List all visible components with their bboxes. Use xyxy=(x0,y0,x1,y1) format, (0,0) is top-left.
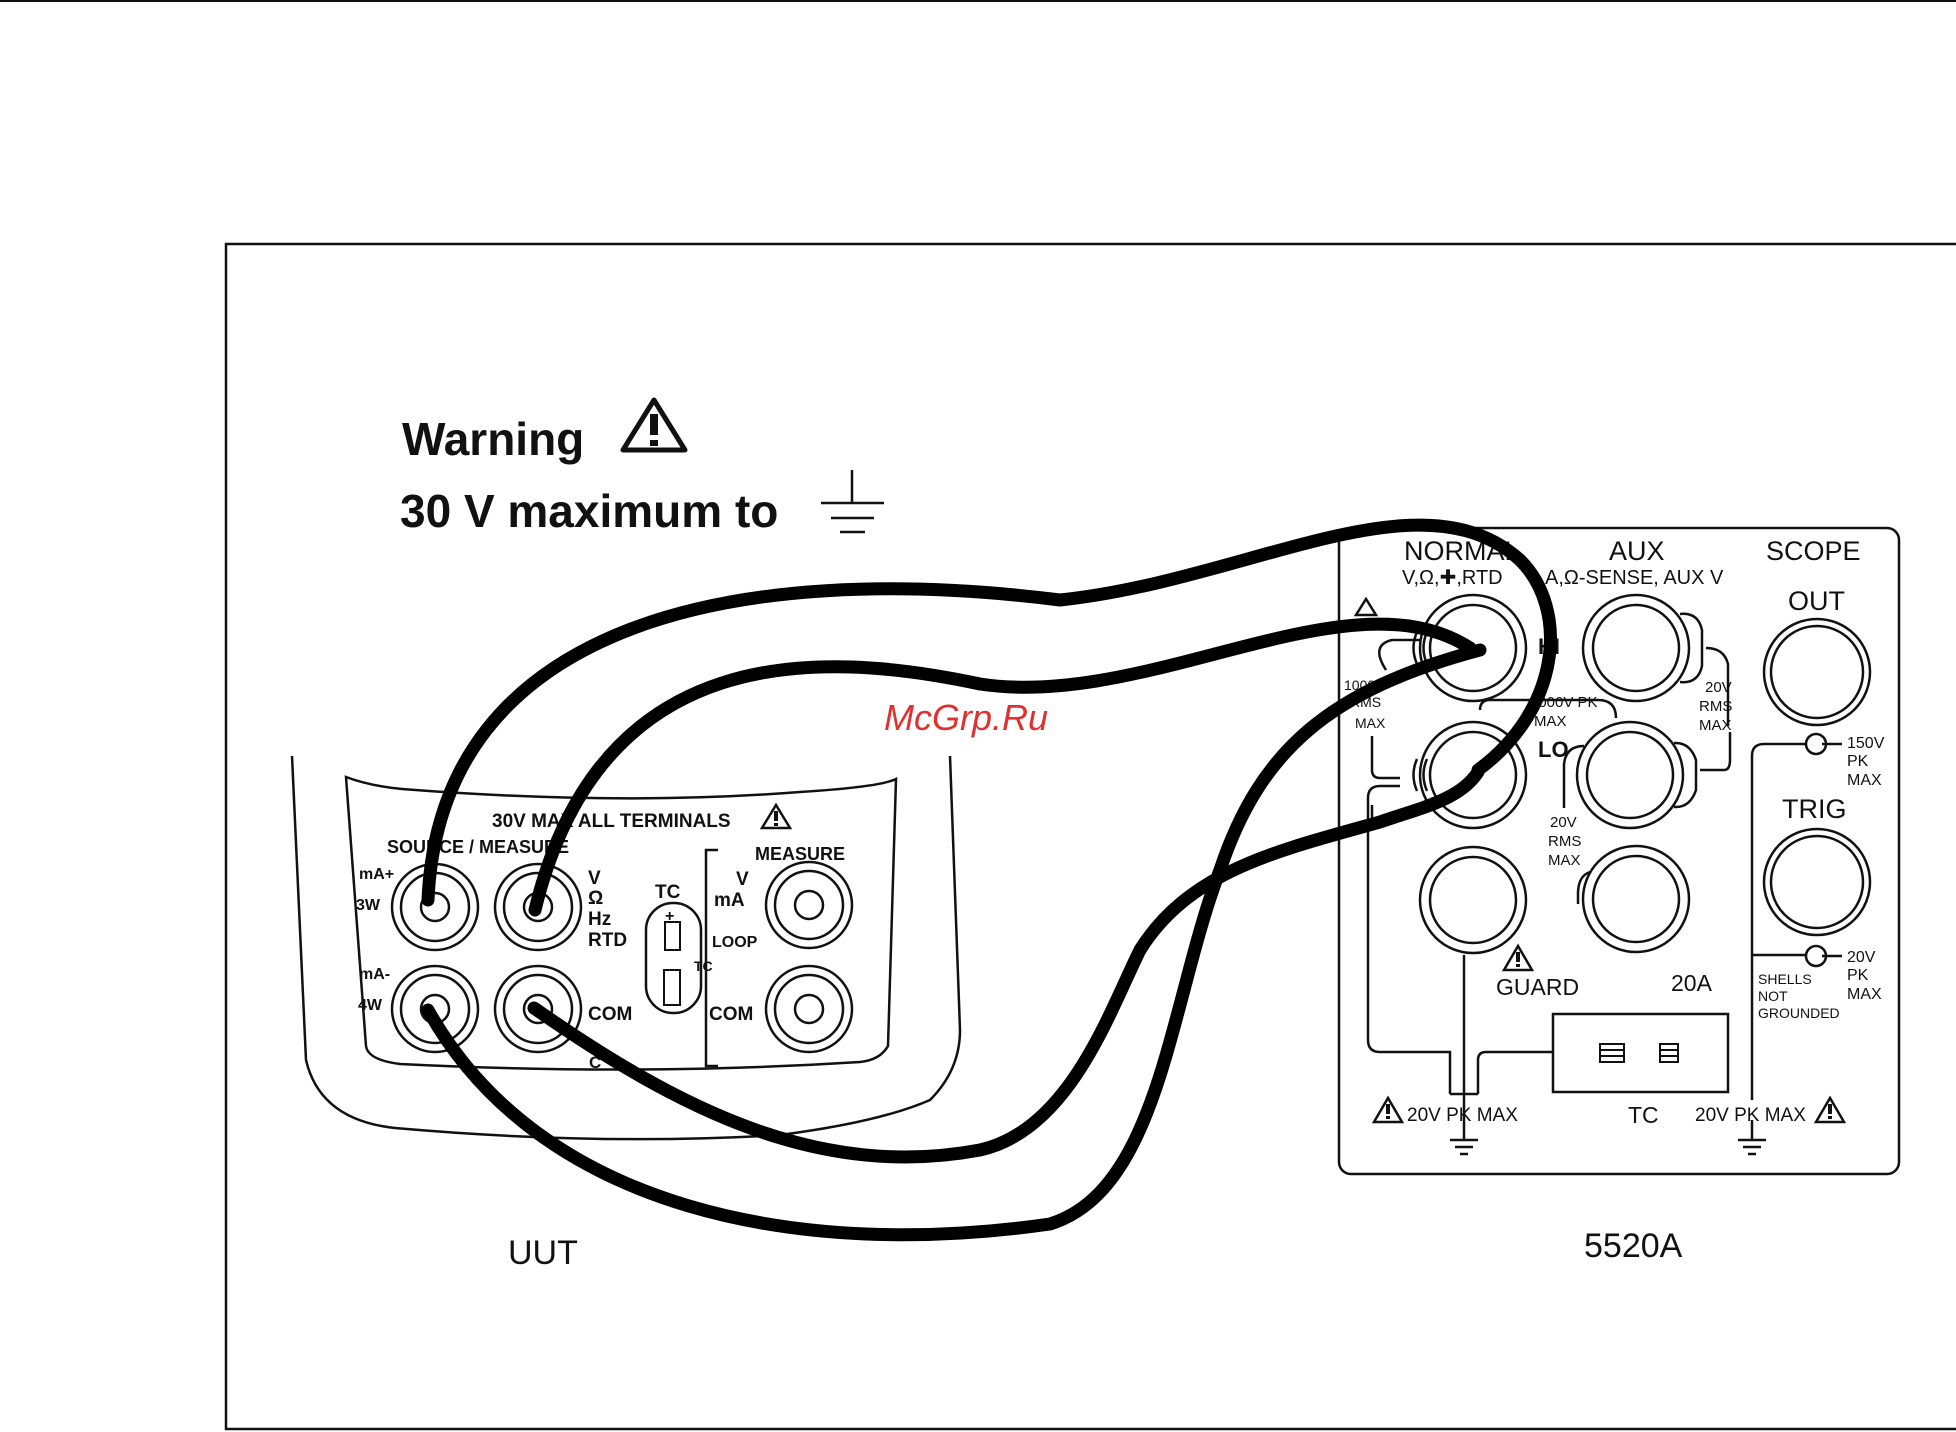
uut-measure-v: V xyxy=(736,869,749,890)
cal-tc-socket xyxy=(1551,1012,1730,1094)
warning-limit: 30 V maximum to xyxy=(400,485,778,537)
uut-loop: LOOP xyxy=(712,934,758,951)
lead-ma-minus-to-hi xyxy=(421,643,1487,1242)
lead-ma-plus-to-lo xyxy=(421,518,1557,907)
uut-measure-com: COM xyxy=(709,1004,753,1025)
uut-measure-ma: mA xyxy=(714,890,745,911)
cal-trig-max: MAX xyxy=(1847,986,1882,1003)
uut-hz: Hz xyxy=(588,909,611,930)
cal-jack-aux-hi xyxy=(1581,593,1730,726)
uut-jack-measure-v xyxy=(764,860,854,950)
cal-jack-scope-out xyxy=(1762,617,1872,727)
calibrator-label: 5520A xyxy=(1584,1227,1683,1265)
cal-scope-150v: 150V xyxy=(1847,735,1885,752)
uut-ohm: Ω xyxy=(588,888,603,909)
cal-aux-funcs: A,Ω-SENSE, AUX V xyxy=(1545,567,1724,589)
figure-frame xyxy=(224,242,1956,1431)
cal-tc-pins xyxy=(1599,1043,1679,1063)
uut-device: 30V MAX ALL TERMINALS SOURCE / MEASURE m… xyxy=(290,755,962,1272)
uut-tc-pin-plus xyxy=(664,921,681,951)
cal-aux-rms: RMS xyxy=(1699,698,1732,715)
watermark: McGrp.Ru xyxy=(884,697,1048,738)
uut-tc-pin-minus xyxy=(663,969,681,1006)
cal-max: MAX xyxy=(1355,715,1386,731)
uut-ma-minus: mA- xyxy=(359,966,390,983)
cal-trig-20v: 20V xyxy=(1847,949,1876,966)
uut-v: V xyxy=(588,868,601,889)
cal-scope-max: MAX xyxy=(1847,772,1882,789)
cal-trig-20v-marker xyxy=(1804,944,1842,968)
cal-aux: AUX xyxy=(1609,536,1665,566)
cal-pk-right-warning-icon xyxy=(1813,1095,1847,1124)
uut-jack-com xyxy=(493,964,583,1054)
cal-shells-2: NOT xyxy=(1758,988,1788,1004)
uut-source-measure: SOURCE / MEASURE xyxy=(387,837,569,857)
uut-tc-title: TC xyxy=(655,882,681,903)
ground-icon xyxy=(821,470,884,534)
cal-out: OUT xyxy=(1788,586,1845,616)
cal-ground-left-icon xyxy=(1450,1094,1478,1156)
uut-4w: 4W xyxy=(358,997,383,1014)
calibrator-panel: NORMAL V,Ω,✚,RTD AUX A,Ω-SENSE, AUX V SC… xyxy=(1337,526,1901,1265)
uut-ma-plus: mA+ xyxy=(359,866,394,883)
cal-jack-20a xyxy=(1576,844,1691,954)
cal-guard-warning-icon xyxy=(1501,943,1535,972)
uut-top-label: 30V MAX ALL TERMINALS xyxy=(492,811,731,832)
cal-jack-guard xyxy=(1418,845,1528,1094)
warning-title: Warning xyxy=(402,413,584,465)
cal-panel-warning-icon xyxy=(1353,596,1379,617)
uut-warning-icon xyxy=(759,802,793,830)
cal-scope: SCOPE xyxy=(1766,536,1861,566)
uut-tc-side: TC xyxy=(694,958,713,974)
cal-jack-aux-lo xyxy=(1562,720,1732,830)
cal-aux-max: MAX xyxy=(1699,717,1732,734)
uut-measure: MEASURE xyxy=(755,844,845,864)
cal-scope-pk: PK xyxy=(1847,753,1869,770)
cal-ground-right-icon xyxy=(1738,1120,1766,1156)
cal-shells-3: GROUNDED xyxy=(1758,1005,1840,1021)
cal-guard: GUARD xyxy=(1496,974,1579,1000)
cal-shells-1: SHELLS xyxy=(1758,971,1812,987)
cal-jack-trig xyxy=(1762,827,1872,937)
cal-tc: TC xyxy=(1628,1102,1659,1128)
uut-tc-plus: + xyxy=(665,908,674,925)
uut-jack-ma-minus xyxy=(390,964,480,1054)
uut-com: COM xyxy=(588,1004,632,1025)
cal-aux-20v: 20V xyxy=(1705,679,1732,696)
cal-pk-left-warning-icon xyxy=(1371,1095,1405,1124)
uut-label: UUT xyxy=(508,1234,578,1272)
uut-3w: 3W xyxy=(356,897,381,914)
uut-jack-measure-com xyxy=(764,964,854,1054)
cal-aux2-rms: RMS xyxy=(1548,833,1581,850)
top-rule xyxy=(0,0,1956,2)
test-leads xyxy=(421,518,1557,1242)
cal-aux2-20v: 20V xyxy=(1550,814,1577,831)
cal-trig: TRIG xyxy=(1782,794,1847,824)
cal-aux2-max: MAX xyxy=(1548,852,1581,869)
cal-jack-lo xyxy=(1412,720,1528,830)
cal-normal-funcs: V,Ω,✚,RTD xyxy=(1402,567,1503,589)
cal-pk-max: MAX xyxy=(1534,713,1567,730)
uut-rtd: RTD xyxy=(588,930,627,951)
lead-com-to-lo xyxy=(527,765,1485,1164)
cal-1000v-pk: 1000V PK xyxy=(1530,694,1598,711)
warning-triangle-icon xyxy=(620,397,688,453)
cal-trig-pk: PK xyxy=(1847,967,1869,984)
uut-tc-socket xyxy=(644,901,703,1015)
cal-pk-left: 20V PK MAX xyxy=(1407,1105,1518,1126)
cal-scope-150v-marker xyxy=(1804,732,1842,756)
cal-lo: LO xyxy=(1538,737,1569,762)
cal-20a: 20A xyxy=(1671,970,1713,996)
lead-v-to-hi xyxy=(528,617,1477,917)
cal-pk-right: 20V PK MAX xyxy=(1695,1105,1806,1126)
